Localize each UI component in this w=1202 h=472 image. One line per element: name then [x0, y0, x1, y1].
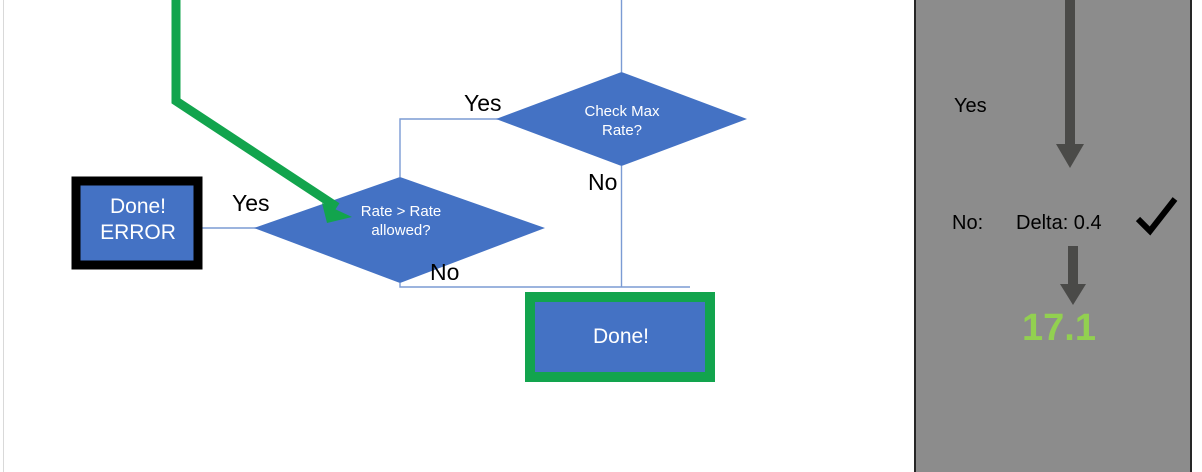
left-edge-rule: [3, 0, 4, 472]
side-panel: Yes No: Delta: 0.4 17.1: [914, 0, 1192, 472]
panel-arrow-long: [1056, 0, 1084, 168]
edge-label-no-check-max-rate: No: [588, 169, 618, 195]
process-done-error[interactable]: [71, 176, 203, 270]
panel-arrow-short: [1060, 246, 1086, 305]
process-done-ok[interactable]: [525, 292, 715, 382]
edge-label-no-rate-allowed: No: [430, 259, 460, 285]
edge-label-yes-rate-allowed: Yes: [232, 190, 270, 216]
connector-rate-no-to-done: [399, 283, 690, 288]
edge-label-yes-check-max-rate: Yes: [464, 90, 502, 116]
decision-rate-gt-rate-allowed[interactable]: [254, 177, 545, 283]
connector-check-max-yes: [399, 118, 498, 177]
check-mark-icon: [1135, 197, 1178, 236]
panel-result-value: 17.1: [1022, 307, 1096, 349]
panel-delta-label: Delta: 0.4: [1016, 212, 1102, 234]
decision-check-max-rate[interactable]: [496, 72, 747, 166]
panel-no-label: No:: [952, 212, 984, 234]
connector-lines: [198, 0, 690, 288]
panel-yes-label: Yes: [954, 95, 987, 117]
green-highlight-arrow: [171, 0, 352, 223]
